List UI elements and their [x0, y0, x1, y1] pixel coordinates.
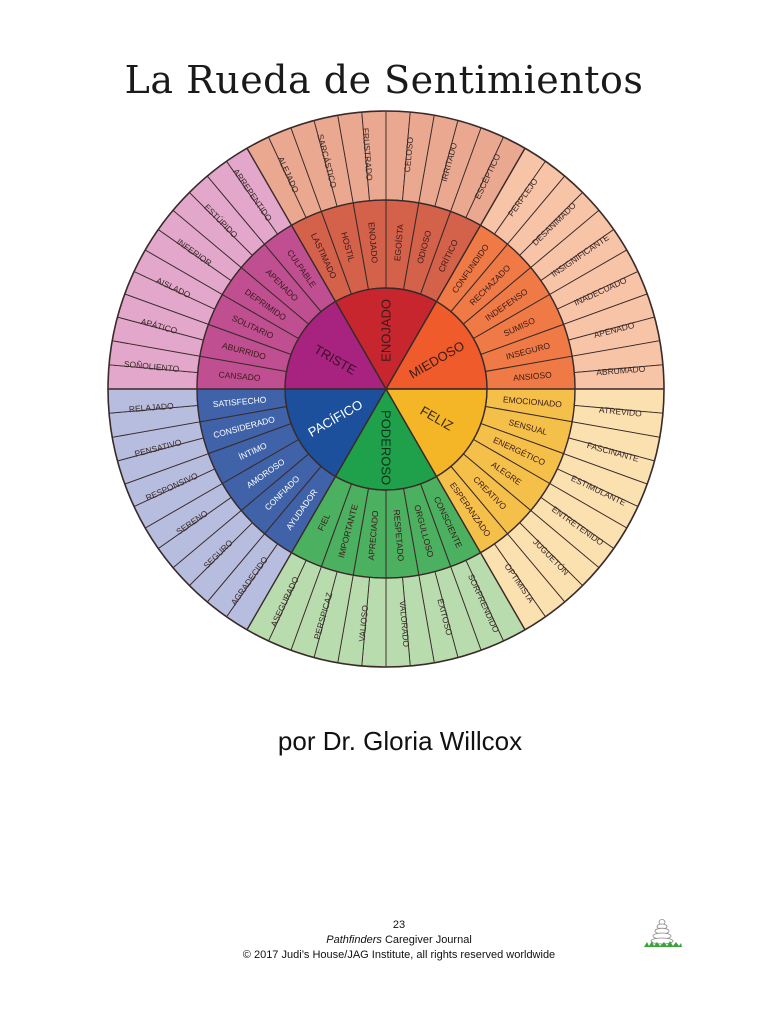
sector-poderoso [246, 387, 526, 668]
sector-divider [385, 147, 526, 390]
copyright-notice: © 2017 Judi’s House/JAG Institute, all r… [242, 949, 556, 961]
journal-name-italic: Pathfinders [326, 934, 382, 946]
outer-feeling-label: ABRUMADO [596, 364, 646, 378]
sector-divider [246, 147, 387, 390]
page-number: 23 [392, 919, 406, 931]
outer-feeling-label: FRUSTRADO [360, 127, 374, 181]
core-feeling-label: PODEROSO [379, 410, 394, 485]
outer-feeling-label: VALORADO [398, 600, 412, 648]
middle-feeling-label: APRECIADO [366, 510, 380, 561]
author-credit: por Dr. Gloria Willcox [277, 726, 523, 756]
middle-feeling-label: ANSIOSO [513, 369, 553, 382]
middle-feeling-label: SATISFECHO [212, 394, 267, 409]
outer-feeling-label: ATREVIDO [599, 405, 643, 419]
page-title: La Rueda de Sentimientos [124, 58, 644, 102]
sector-divider [385, 388, 526, 631]
sector-pacífico [107, 388, 388, 631]
outer-feeling-label: VALIOSO [357, 604, 371, 642]
middle-feeling-label: CANSADO [218, 369, 261, 383]
outer-feeling-label: RELAJADO [128, 401, 174, 415]
middle-feeling-label: RESPETADO [392, 509, 407, 562]
middle-feeling-label: ENOJADO [366, 222, 380, 264]
journal-name: Pathfinders Caregiver Journal [326, 934, 472, 946]
middle-feeling-label: EGOÍSTA [392, 223, 405, 261]
journal-name-rest: Caregiver Journal [381, 934, 472, 946]
core-feeling-label: ENOJADO [379, 299, 394, 362]
page-footer: 23 Pathfinders Caregiver Journal © 2017 … [0, 918, 768, 963]
outer-feeling-label: CELOSO [402, 136, 415, 173]
sector-divider [246, 388, 387, 631]
cairn-stones-icon [644, 919, 682, 947]
